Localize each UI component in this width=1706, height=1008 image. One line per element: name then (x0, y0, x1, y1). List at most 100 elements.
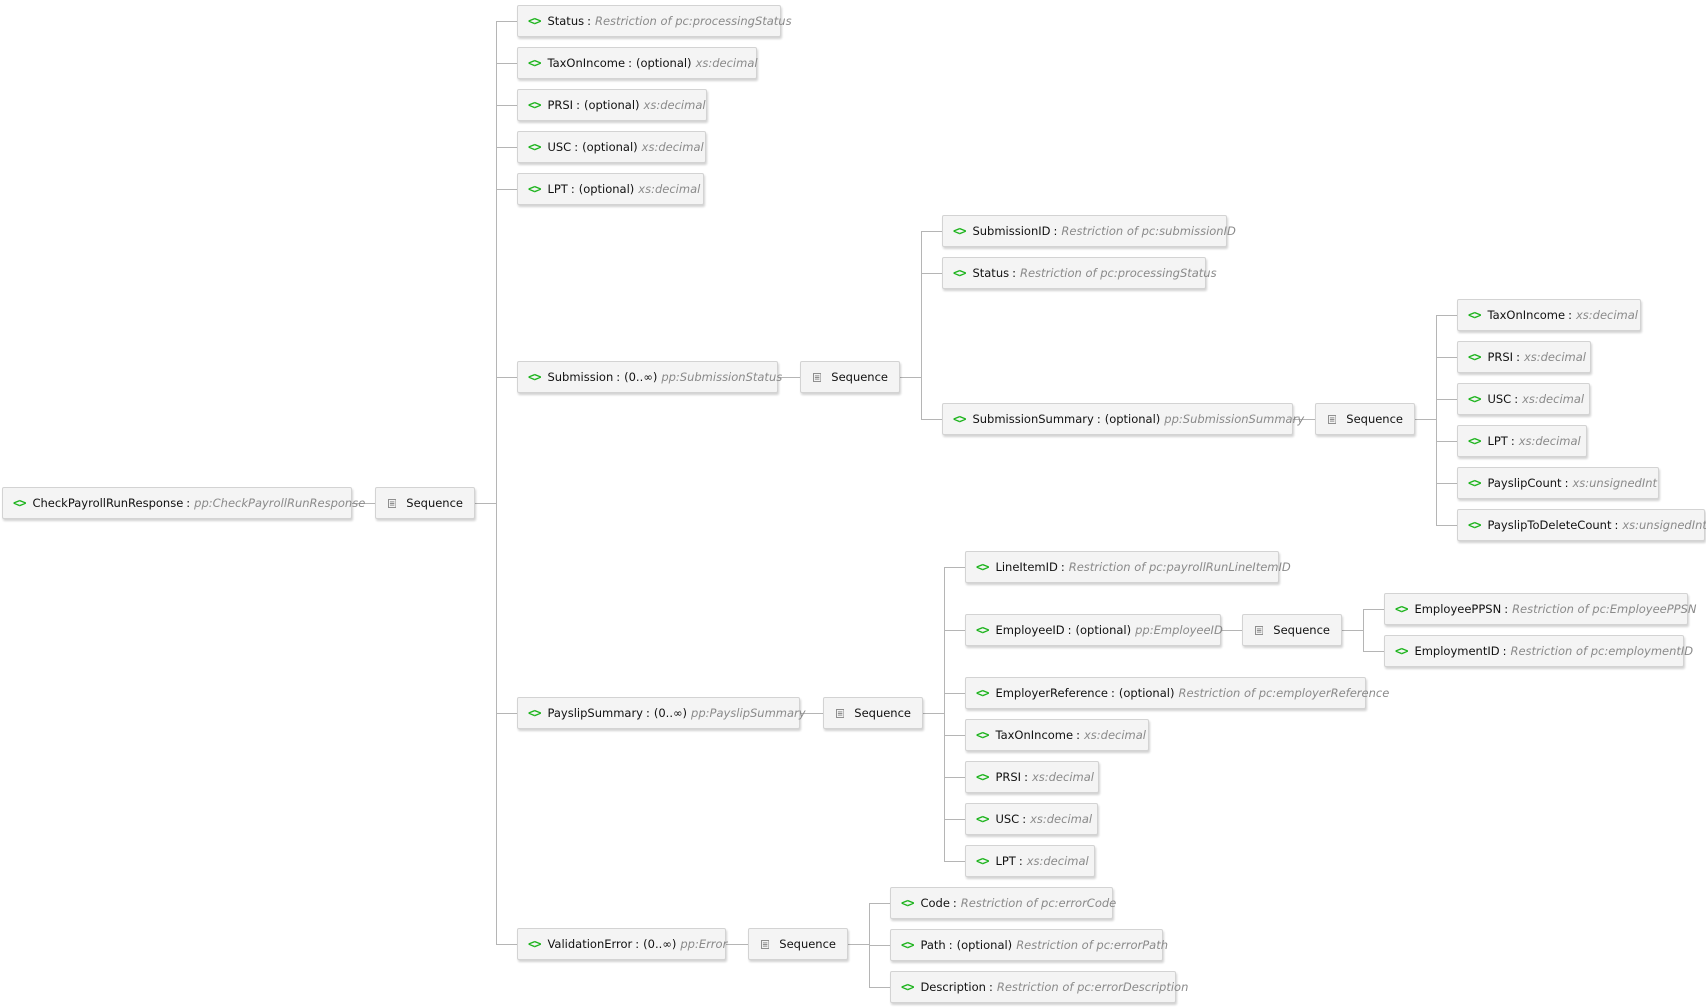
name-separator: : (1614, 518, 1619, 532)
sequence-icon (1255, 625, 1264, 635)
element-tax-on-income-node[interactable]: <>TaxOnIncome:xs:decimal (965, 719, 1149, 751)
sequence-icon (836, 708, 845, 718)
element-tax-on-income-node[interactable]: <>TaxOnIncome:(optional)xs:decimal (517, 47, 758, 79)
element-tag-icon: <> (1468, 350, 1481, 364)
element-tag-icon: <> (1468, 476, 1481, 490)
element-name: PayslipSummary (547, 706, 643, 720)
element-lpt-node[interactable]: <>LPT:xs:decimal (965, 845, 1095, 877)
element-usc-node[interactable]: <>USC:(optional)xs:decimal (517, 131, 706, 163)
name-separator: : (1504, 602, 1509, 616)
element-name: USC (1487, 392, 1512, 406)
element-submission-node[interactable]: <>Submission:(0..∞)pp:SubmissionStatus (517, 361, 782, 393)
element-name: Status (547, 14, 585, 28)
element-name: EmploymentID (1414, 644, 1500, 658)
type-annotation: xs:decimal (638, 182, 701, 196)
sequence-node[interactable]: Sequence (375, 487, 475, 519)
type-annotation: Restriction of pc:errorPath (1016, 938, 1168, 952)
element-tag-icon: <> (976, 854, 989, 868)
element-name: EmployeeID (995, 623, 1065, 637)
element-tag-icon: <> (528, 182, 541, 196)
type-annotation: Restriction of pc:processingStatus (594, 14, 792, 28)
element-tag-icon: <> (1395, 644, 1408, 658)
element-payslip-summary-node[interactable]: <>PayslipSummary:(0..∞)pp:PayslipSummary (517, 697, 806, 729)
element-tag-icon: <> (953, 412, 966, 426)
element-name: PayslipToDeleteCount (1487, 518, 1612, 532)
sequence-node[interactable]: Sequence (748, 928, 848, 960)
cardinality: (optional) (635, 56, 692, 70)
cardinality: (0..∞) (624, 370, 658, 384)
element-payslip-to-delete-count-node[interactable]: <>PayslipToDeleteCount:xs:unsignedInt (1457, 509, 1706, 541)
element-tag-icon: <> (1468, 518, 1481, 532)
sequence-icon (388, 498, 397, 508)
element-employment-id-node[interactable]: <>EmploymentID:Restriction of pc:employm… (1384, 635, 1693, 667)
name-separator: : (948, 938, 953, 952)
element-employee-ppsn-node[interactable]: <>EmployeePPSN:Restriction of pc:Employe… (1384, 593, 1697, 625)
element-employer-reference-node[interactable]: <>EmployerReference:(optional)Restrictio… (965, 677, 1389, 709)
element-prsi-node[interactable]: <>PRSI:xs:decimal (965, 761, 1099, 793)
element-payslip-count-node[interactable]: <>PayslipCount:xs:unsignedInt (1457, 467, 1659, 499)
name-separator: : (988, 980, 993, 994)
element-name: LPT (1487, 434, 1508, 448)
element-tag-icon: <> (1468, 392, 1481, 406)
type-annotation: Restriction of pc:payrollRunLineItemID (1068, 560, 1291, 574)
name-separator: : (616, 370, 621, 384)
element-tag-icon: <> (953, 266, 966, 280)
element-name: Path (920, 938, 946, 952)
sequence-icon (761, 939, 770, 949)
name-separator: : (1096, 412, 1101, 426)
element-lpt-node[interactable]: <>LPT:(optional)xs:decimal (517, 173, 704, 205)
type-annotation: Restriction of pc:errorDescription (996, 980, 1189, 994)
cardinality: (0..∞) (653, 706, 688, 720)
name-separator: : (1053, 224, 1058, 238)
element-code-node[interactable]: <>Code:Restriction of pc:errorCode (890, 887, 1116, 919)
element-employee-id-node[interactable]: <>EmployeeID:(optional)pp:EmployeeID (965, 614, 1223, 646)
element-tag-icon: <> (1468, 308, 1481, 322)
sequence-node[interactable]: Sequence (800, 361, 900, 393)
element-lpt-node[interactable]: <>LPT:xs:decimal (1457, 425, 1587, 457)
element-description-node[interactable]: <>Description:Restriction of pc:errorDes… (890, 971, 1188, 1003)
sequence-label: Sequence (1346, 412, 1403, 426)
name-separator: : (186, 496, 191, 510)
name-separator: : (1564, 476, 1569, 490)
element-tax-on-income-node[interactable]: <>TaxOnIncome:xs:decimal (1457, 299, 1641, 331)
sequence-node[interactable]: Sequence (823, 697, 923, 729)
element-tag-icon: <> (976, 623, 989, 637)
element-prsi-node[interactable]: <>PRSI:xs:decimal (1457, 341, 1591, 373)
element-usc-node[interactable]: <>USC:xs:decimal (1457, 383, 1590, 415)
element-submission-summary-node[interactable]: <>SubmissionSummary:(optional)pp:Submiss… (942, 403, 1304, 435)
sequence-node[interactable]: Sequence (1242, 614, 1342, 646)
type-annotation: Restriction of pc:employmentID (1510, 644, 1694, 658)
cardinality: (optional) (582, 140, 638, 154)
name-separator: : (1568, 308, 1572, 322)
element-path-node[interactable]: <>Path:(optional)Restriction of pc:error… (890, 929, 1168, 961)
element-name: PayslipCount (1487, 476, 1562, 490)
element-name: Code (920, 896, 950, 910)
element-name: SubmissionSummary (972, 412, 1094, 426)
cardinality: (optional) (956, 938, 1013, 952)
name-separator: : (576, 98, 580, 112)
element-submission-id-node[interactable]: <>SubmissionID:Restriction of pc:submiss… (942, 215, 1236, 247)
name-separator: : (1018, 854, 1023, 868)
name-separator: : (1024, 770, 1028, 784)
name-separator: : (1060, 560, 1065, 574)
element-validation-error-node[interactable]: <>ValidationError:(0..∞)pp:Error (517, 928, 727, 960)
name-separator: : (1110, 686, 1115, 700)
element-name: CheckPayrollRunResponse (32, 496, 184, 510)
element-line-item-id-node[interactable]: <>LineItemID:Restriction of pc:payrollRu… (965, 551, 1291, 583)
element-name: LPT (547, 182, 568, 196)
element-prsi-node[interactable]: <>PRSI:(optional)xs:decimal (517, 89, 707, 121)
element-tag-icon: <> (528, 140, 541, 154)
element-status-node[interactable]: <>Status:Restriction of pc:processingSta… (517, 5, 792, 37)
type-annotation: xs:decimal (643, 98, 706, 112)
type-annotation: xs:decimal (1026, 854, 1089, 868)
cardinality: (optional) (583, 98, 640, 112)
element-usc-node[interactable]: <>USC:xs:decimal (965, 803, 1098, 835)
cardinality: (optional) (1118, 686, 1175, 700)
cardinality: (optional) (1104, 412, 1161, 426)
sequence-node[interactable]: Sequence (1315, 403, 1415, 435)
element-check-payroll-run-response-node[interactable]: <>CheckPayrollRunResponse:pp:CheckPayrol… (2, 487, 365, 519)
element-status-node[interactable]: <>Status:Restriction of pc:processingSta… (942, 257, 1217, 289)
name-separator: : (1012, 266, 1016, 280)
